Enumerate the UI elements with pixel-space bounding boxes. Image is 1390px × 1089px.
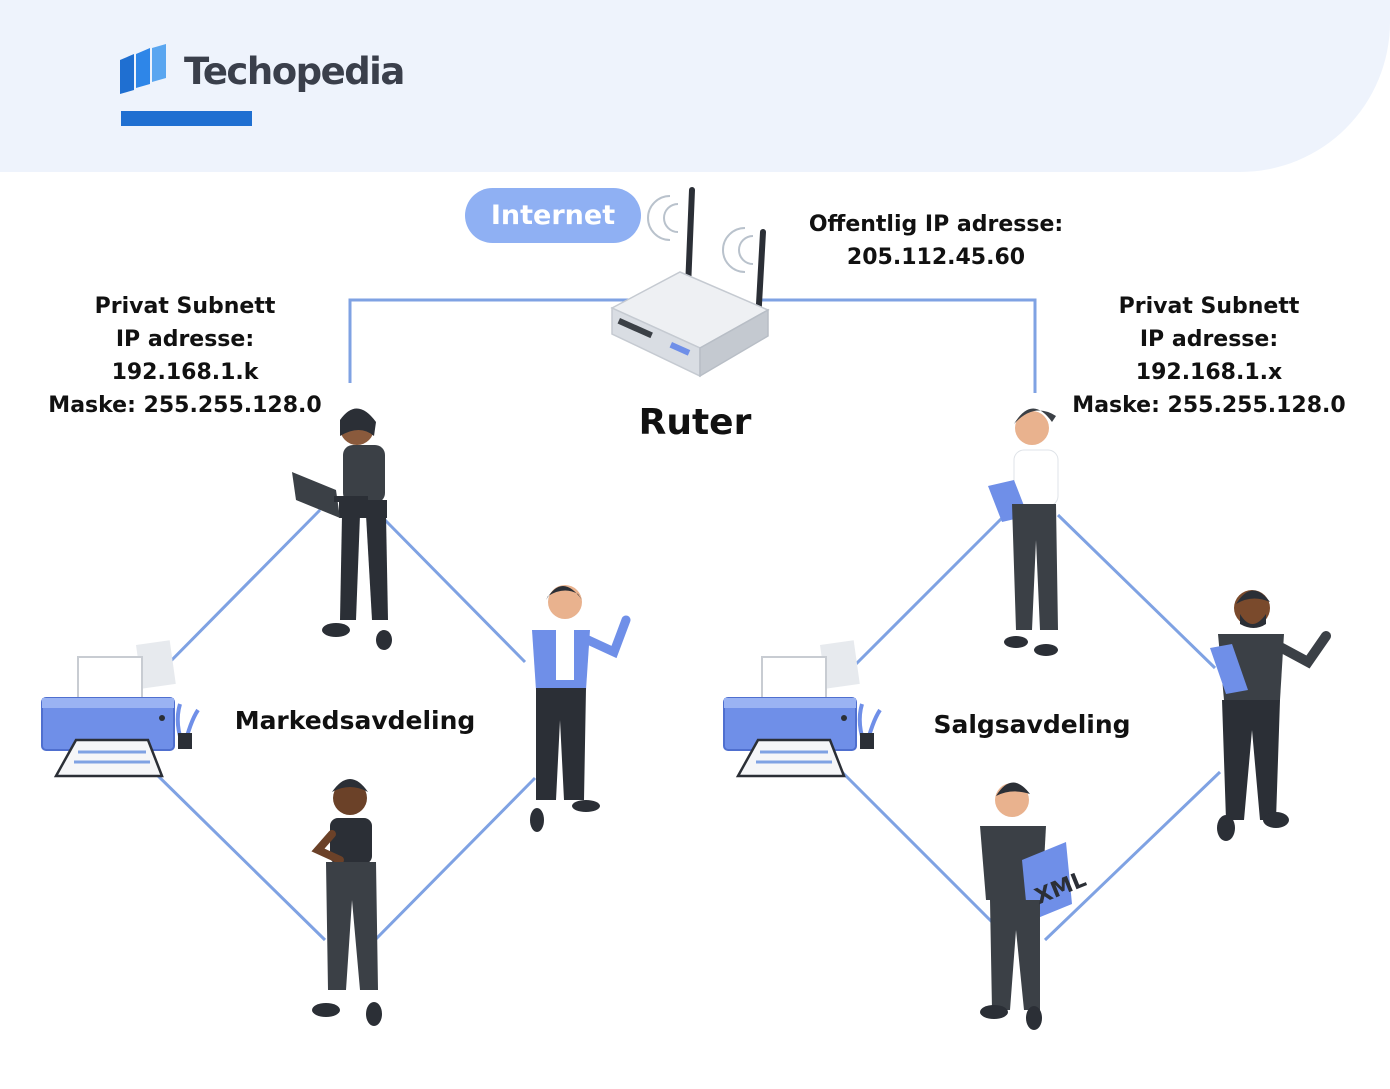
person-phone-icon xyxy=(311,779,382,1026)
left-department-label: Markedsavdeling xyxy=(234,706,476,735)
printer-left-icon xyxy=(41,640,200,778)
right-subnet-mask: Maske: 255.255.128.0 xyxy=(1072,393,1346,418)
router-icon xyxy=(610,187,770,378)
brand-underline xyxy=(121,111,252,126)
right-department-label: Salgsavdeling xyxy=(933,710,1131,739)
right-subnet-info: Privat Subnett IP adresse: 192.168.1.x M… xyxy=(1064,290,1354,422)
wifi-waves-icon xyxy=(647,195,754,273)
public-ip-block: Offentlig IP adresse: 205.112.45.60 xyxy=(800,208,1072,274)
person-headset-icon xyxy=(530,585,631,832)
router-label: Ruter xyxy=(638,402,752,443)
left-subnet-title: Privat Subnett xyxy=(94,294,276,319)
left-subnet-info: Privat Subnett IP adresse: 192.168.1.k M… xyxy=(40,290,330,422)
right-subnet-ip: IP adresse: 192.168.1.x xyxy=(1135,327,1283,385)
left-subnet-ip: IP adresse: 192.168.1.k xyxy=(111,327,259,385)
printer-right-icon xyxy=(723,640,882,778)
left-subnet-mask: Maske: 255.255.128.0 xyxy=(48,393,322,418)
person-document-icon: XML xyxy=(980,782,1090,1030)
connection-lines xyxy=(148,298,1222,942)
person-laptop-icon xyxy=(292,408,392,650)
brand-name: Techopedia xyxy=(184,50,405,93)
person-clipboard-icon xyxy=(988,408,1059,656)
techopedia-logo-icon xyxy=(120,44,166,94)
person-bearded-icon xyxy=(1210,590,1331,841)
right-subnet-title: Privat Subnett xyxy=(1118,294,1300,319)
internet-label: Internet xyxy=(465,188,641,243)
header-band xyxy=(0,0,1390,172)
public-ip-value: 205.112.45.60 xyxy=(846,245,1026,270)
public-ip-label: Offentlig IP adresse: xyxy=(808,212,1064,237)
